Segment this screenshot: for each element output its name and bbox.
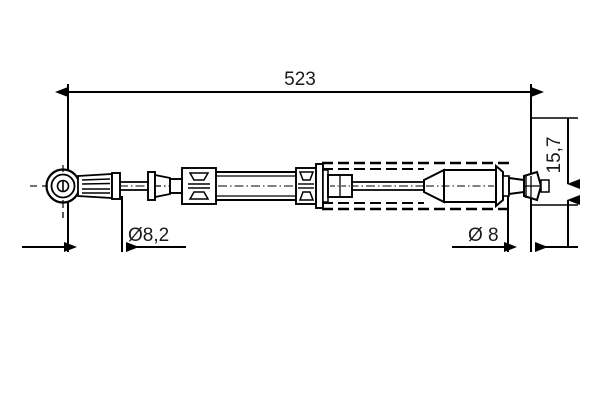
left-crimp-ferrule [77,172,121,200]
flange-washer-mid [315,163,329,209]
right-end-fitting [508,170,550,202]
protective-sleeve-outline [322,161,510,211]
extension-lines [67,84,532,252]
end-fitting-length-label: 15,7 [544,137,565,174]
dimension-end-fitting-length: 15,7 [531,117,580,248]
right-diameter-label: Ø 8 [468,225,499,246]
overall-length-label: 523 [284,69,316,90]
dimension-right-diameter: Ø 8 [452,225,578,252]
thin-rod-left [120,181,148,191]
thin-rod-right [352,181,424,191]
fitting-sleeve-mid [327,174,353,198]
left-eyelet [42,165,81,208]
hex-fitting-left [147,171,183,201]
dimension-overall-length: 523 [55,69,544,97]
dimension-left-diameter: Ø8,2 [22,225,186,252]
left-diameter-label: Ø8,2 [128,225,169,246]
part-geometry [30,161,550,218]
center-tick-marks [62,212,532,218]
mid-collar-right [295,167,317,205]
right-tapered-fitting [423,168,497,204]
main-hose-body [216,171,296,201]
mid-collar-left [181,167,217,205]
